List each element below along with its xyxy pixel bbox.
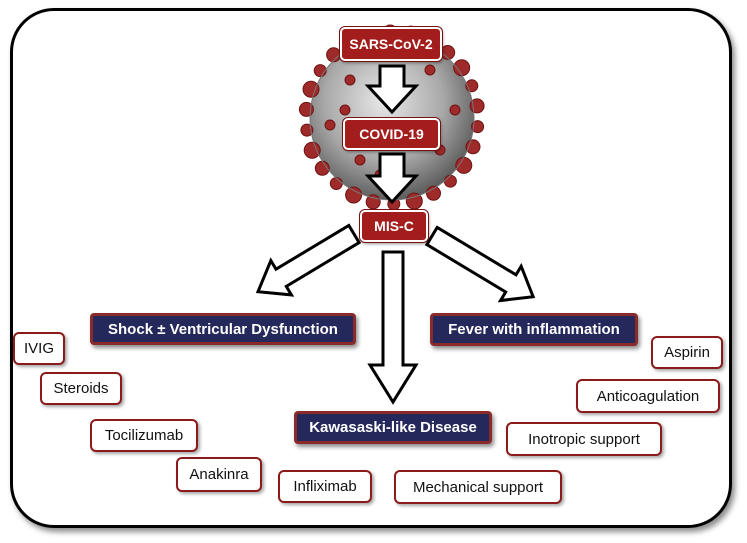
virus-spike — [344, 74, 356, 86]
down-arrow — [367, 250, 419, 405]
virus-spike — [426, 185, 441, 201]
virus-spike — [300, 123, 314, 137]
treatment-tocilizumab: Tocilizumab — [90, 419, 198, 452]
virus-spike — [324, 119, 336, 131]
virus-spike — [455, 156, 473, 174]
treatment-infliximab: Infliximab — [278, 470, 372, 503]
virus-spike — [302, 80, 320, 98]
treatment-aspirin: Aspirin — [651, 336, 723, 369]
treatment-mechanical-support: Mechanical support — [394, 470, 562, 504]
virus-spike — [303, 141, 321, 159]
treatment-anakinra: Anakinra — [176, 457, 262, 492]
virus-spike — [449, 104, 461, 116]
sars-cov-2-node: SARS-CoV-2 — [340, 27, 442, 61]
virus-spike — [405, 192, 423, 210]
down-arrow — [364, 152, 420, 205]
virus-spike — [339, 104, 351, 116]
kawasaki-node: Kawasaski-like Disease — [294, 411, 492, 444]
diagonal-arrow — [255, 223, 362, 297]
diagonal-arrow — [424, 225, 536, 303]
virus-spike — [329, 177, 343, 190]
virus-spike — [465, 139, 481, 155]
treatment-steroids: Steroids — [40, 372, 122, 405]
virus-spike — [453, 59, 471, 77]
virus-spike — [354, 154, 366, 166]
virus-spike — [424, 64, 436, 76]
mis-c-node: MIS-C — [360, 210, 428, 242]
treatment-ivig: IVIG — [13, 332, 65, 365]
treatment-anticoagulation: Anticoagulation — [576, 379, 720, 413]
virus-spike — [345, 186, 363, 204]
fever-node: Fever with inflammation — [430, 313, 638, 346]
shock-node: Shock ± Ventricular Dysfunction — [90, 313, 356, 345]
virus-spike — [326, 47, 342, 63]
down-arrow — [364, 64, 420, 115]
covid-19-node: COVID-19 — [343, 118, 440, 150]
virus-spike — [313, 64, 327, 78]
treatment-inotropic-support: Inotropic support — [506, 422, 662, 456]
virus-spike — [443, 174, 457, 188]
virus-spike — [471, 120, 485, 134]
